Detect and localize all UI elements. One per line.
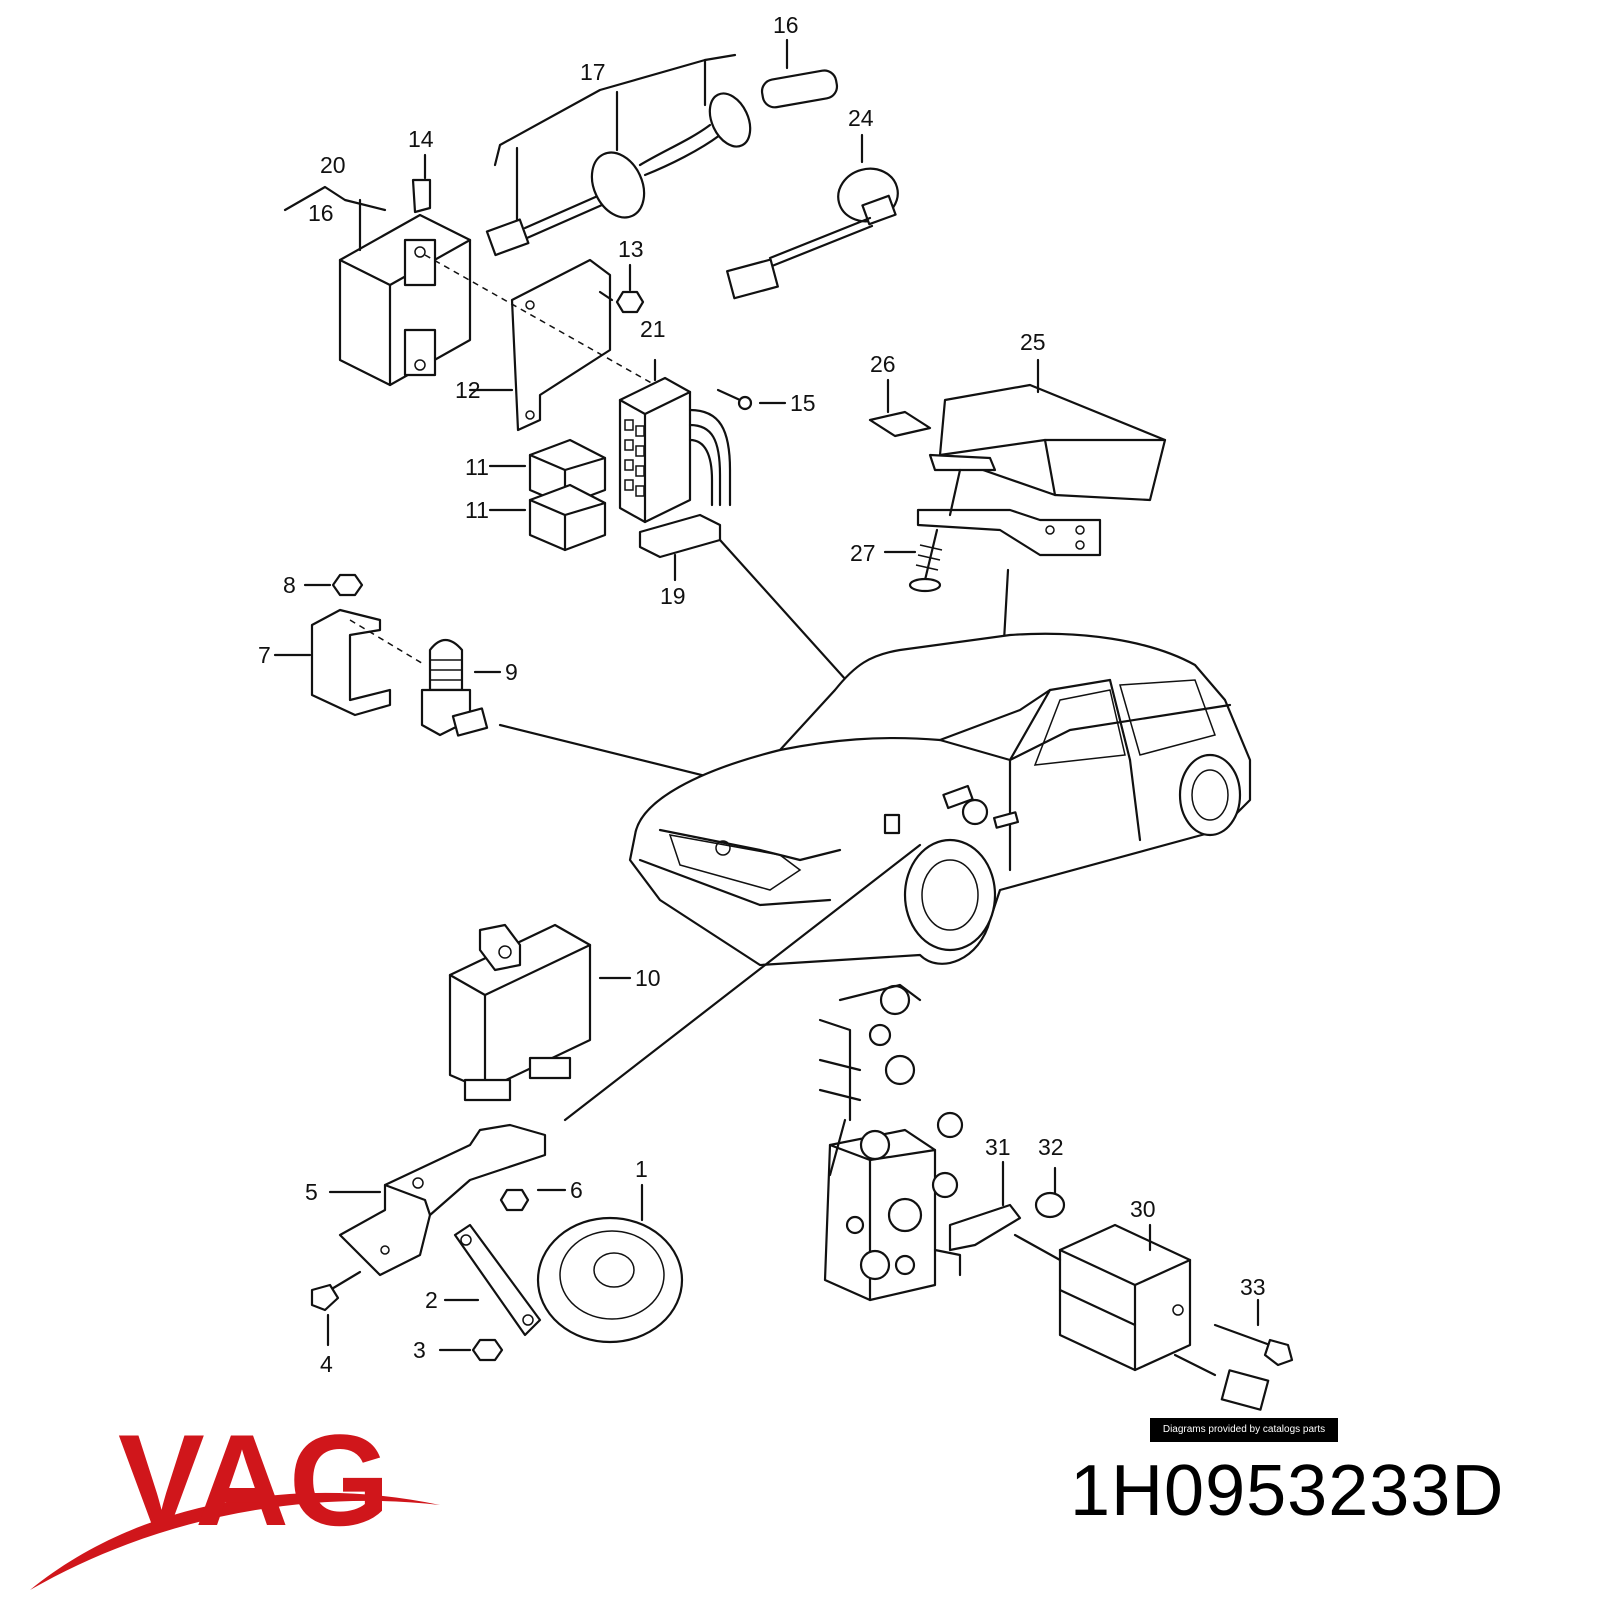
callout-13: 13 bbox=[618, 236, 644, 262]
callout-3: 3 bbox=[413, 1337, 426, 1363]
part-2-strap bbox=[443, 1223, 542, 1337]
part-13-nut bbox=[598, 263, 645, 314]
callout-27: 27 bbox=[850, 540, 876, 566]
part-16-bulb bbox=[760, 38, 839, 109]
callout-14: 14 bbox=[408, 126, 434, 152]
part-19-strip bbox=[638, 513, 722, 582]
callout-30: 30 bbox=[1130, 1196, 1156, 1222]
part-30-actuator bbox=[1013, 1223, 1192, 1372]
callout-16-left: 16 bbox=[308, 200, 334, 226]
part-15-screw bbox=[716, 388, 787, 411]
callout-11-lower: 11 bbox=[465, 497, 489, 523]
callout-20: 20 bbox=[320, 152, 346, 178]
part-9-switch bbox=[420, 638, 502, 737]
part-31-bracket bbox=[948, 1160, 1022, 1252]
part-25-bracket bbox=[916, 453, 1102, 557]
callout-33: 33 bbox=[1240, 1274, 1266, 1300]
part-32-clip bbox=[1034, 1166, 1066, 1219]
part-21-fuse-box bbox=[618, 358, 732, 524]
callout-10: 10 bbox=[635, 965, 661, 991]
callout-21: 21 bbox=[640, 316, 666, 342]
callout-17: 17 bbox=[580, 59, 606, 85]
part-14-clip bbox=[411, 153, 432, 214]
callout-32: 32 bbox=[1038, 1134, 1064, 1160]
callout-8: 8 bbox=[283, 572, 296, 598]
callout-4: 4 bbox=[320, 1351, 333, 1377]
diagram-credit: Diagrams provided by catalogs parts bbox=[1150, 1418, 1338, 1442]
part-20-control-unit bbox=[338, 213, 472, 387]
callout-6: 6 bbox=[570, 1177, 583, 1203]
callout-12: 12 bbox=[455, 377, 481, 403]
part-5-bracket bbox=[328, 1123, 547, 1277]
part-26-clip bbox=[868, 378, 932, 438]
part-7-bracket bbox=[273, 608, 392, 717]
callout-11-upper: 11 bbox=[465, 454, 489, 480]
part-3-nut bbox=[438, 1338, 504, 1362]
callout-24: 24 bbox=[848, 105, 874, 131]
part-25-module bbox=[938, 358, 1167, 502]
part-number: 1H0953233D bbox=[1070, 1451, 1505, 1531]
part-4-bolt bbox=[310, 1270, 362, 1347]
logo-swoosh bbox=[30, 1492, 440, 1590]
part-12-bracket bbox=[468, 258, 612, 432]
logo-text: VAG bbox=[118, 1407, 390, 1553]
leader-31-to-car bbox=[828, 1118, 847, 1177]
callout-9: 9 bbox=[505, 659, 518, 685]
part-1-horn bbox=[536, 1183, 684, 1344]
callout-25: 25 bbox=[1020, 329, 1046, 355]
engine-components bbox=[818, 983, 964, 1302]
callout-16-top: 16 bbox=[773, 12, 799, 38]
bracket-20 bbox=[283, 185, 387, 212]
part-10-control-unit bbox=[448, 923, 632, 1102]
callout-7: 7 bbox=[258, 642, 271, 668]
car-illustration bbox=[628, 632, 1252, 967]
part-17-wiring-socket bbox=[485, 53, 752, 257]
part-24-sensor bbox=[726, 133, 899, 300]
vag-logo: VAG bbox=[30, 1407, 440, 1590]
callout-2: 2 bbox=[425, 1287, 438, 1313]
callout-5: 5 bbox=[305, 1179, 318, 1205]
callout-26: 26 bbox=[870, 351, 896, 377]
part-11-relay-lower bbox=[488, 483, 607, 552]
part-27-screw bbox=[883, 528, 943, 593]
part-8-nut bbox=[303, 573, 364, 597]
callout-31: 31 bbox=[985, 1134, 1011, 1160]
part-6-nut bbox=[499, 1188, 567, 1212]
callout-15: 15 bbox=[790, 390, 816, 416]
callout-19: 19 bbox=[660, 583, 686, 609]
callout-1: 1 bbox=[635, 1156, 648, 1182]
part-11-relay-upper bbox=[488, 438, 607, 507]
part-33-bolt bbox=[1173, 1298, 1294, 1411]
leader-10-to-car bbox=[563, 843, 922, 1122]
